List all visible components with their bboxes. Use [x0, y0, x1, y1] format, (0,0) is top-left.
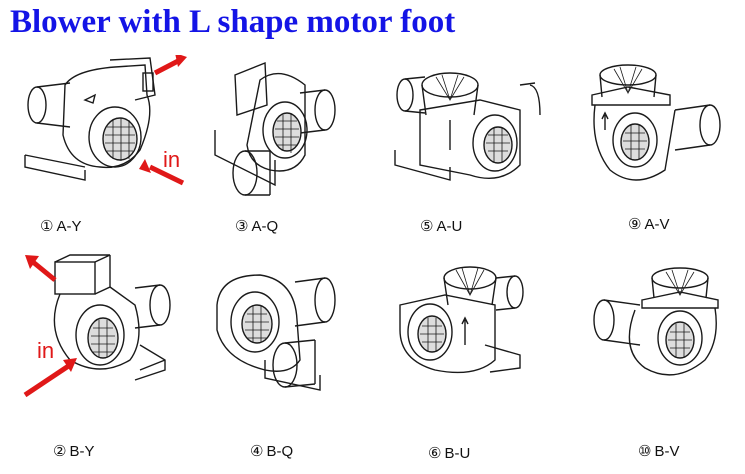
blower-b-v-illustration [593, 267, 719, 376]
inlet-arrow-label: in [37, 338, 55, 363]
inlet-arrow-label: in [163, 147, 181, 172]
blower-a-q-illustration [214, 61, 336, 196]
blower-a-u-illustration [394, 72, 541, 181]
blower-b-y-illustration [23, 254, 171, 398]
airflow-arrows [23, 255, 77, 398]
blower-a-v-illustration [591, 64, 721, 181]
blower-b-u-illustration [399, 266, 524, 374]
blower-b-q-illustration [216, 274, 336, 391]
page-title: Blower with L shape motor foot [10, 4, 456, 40]
blower-a-y-illustration [24, 55, 187, 186]
airflow-arrows [139, 55, 187, 186]
